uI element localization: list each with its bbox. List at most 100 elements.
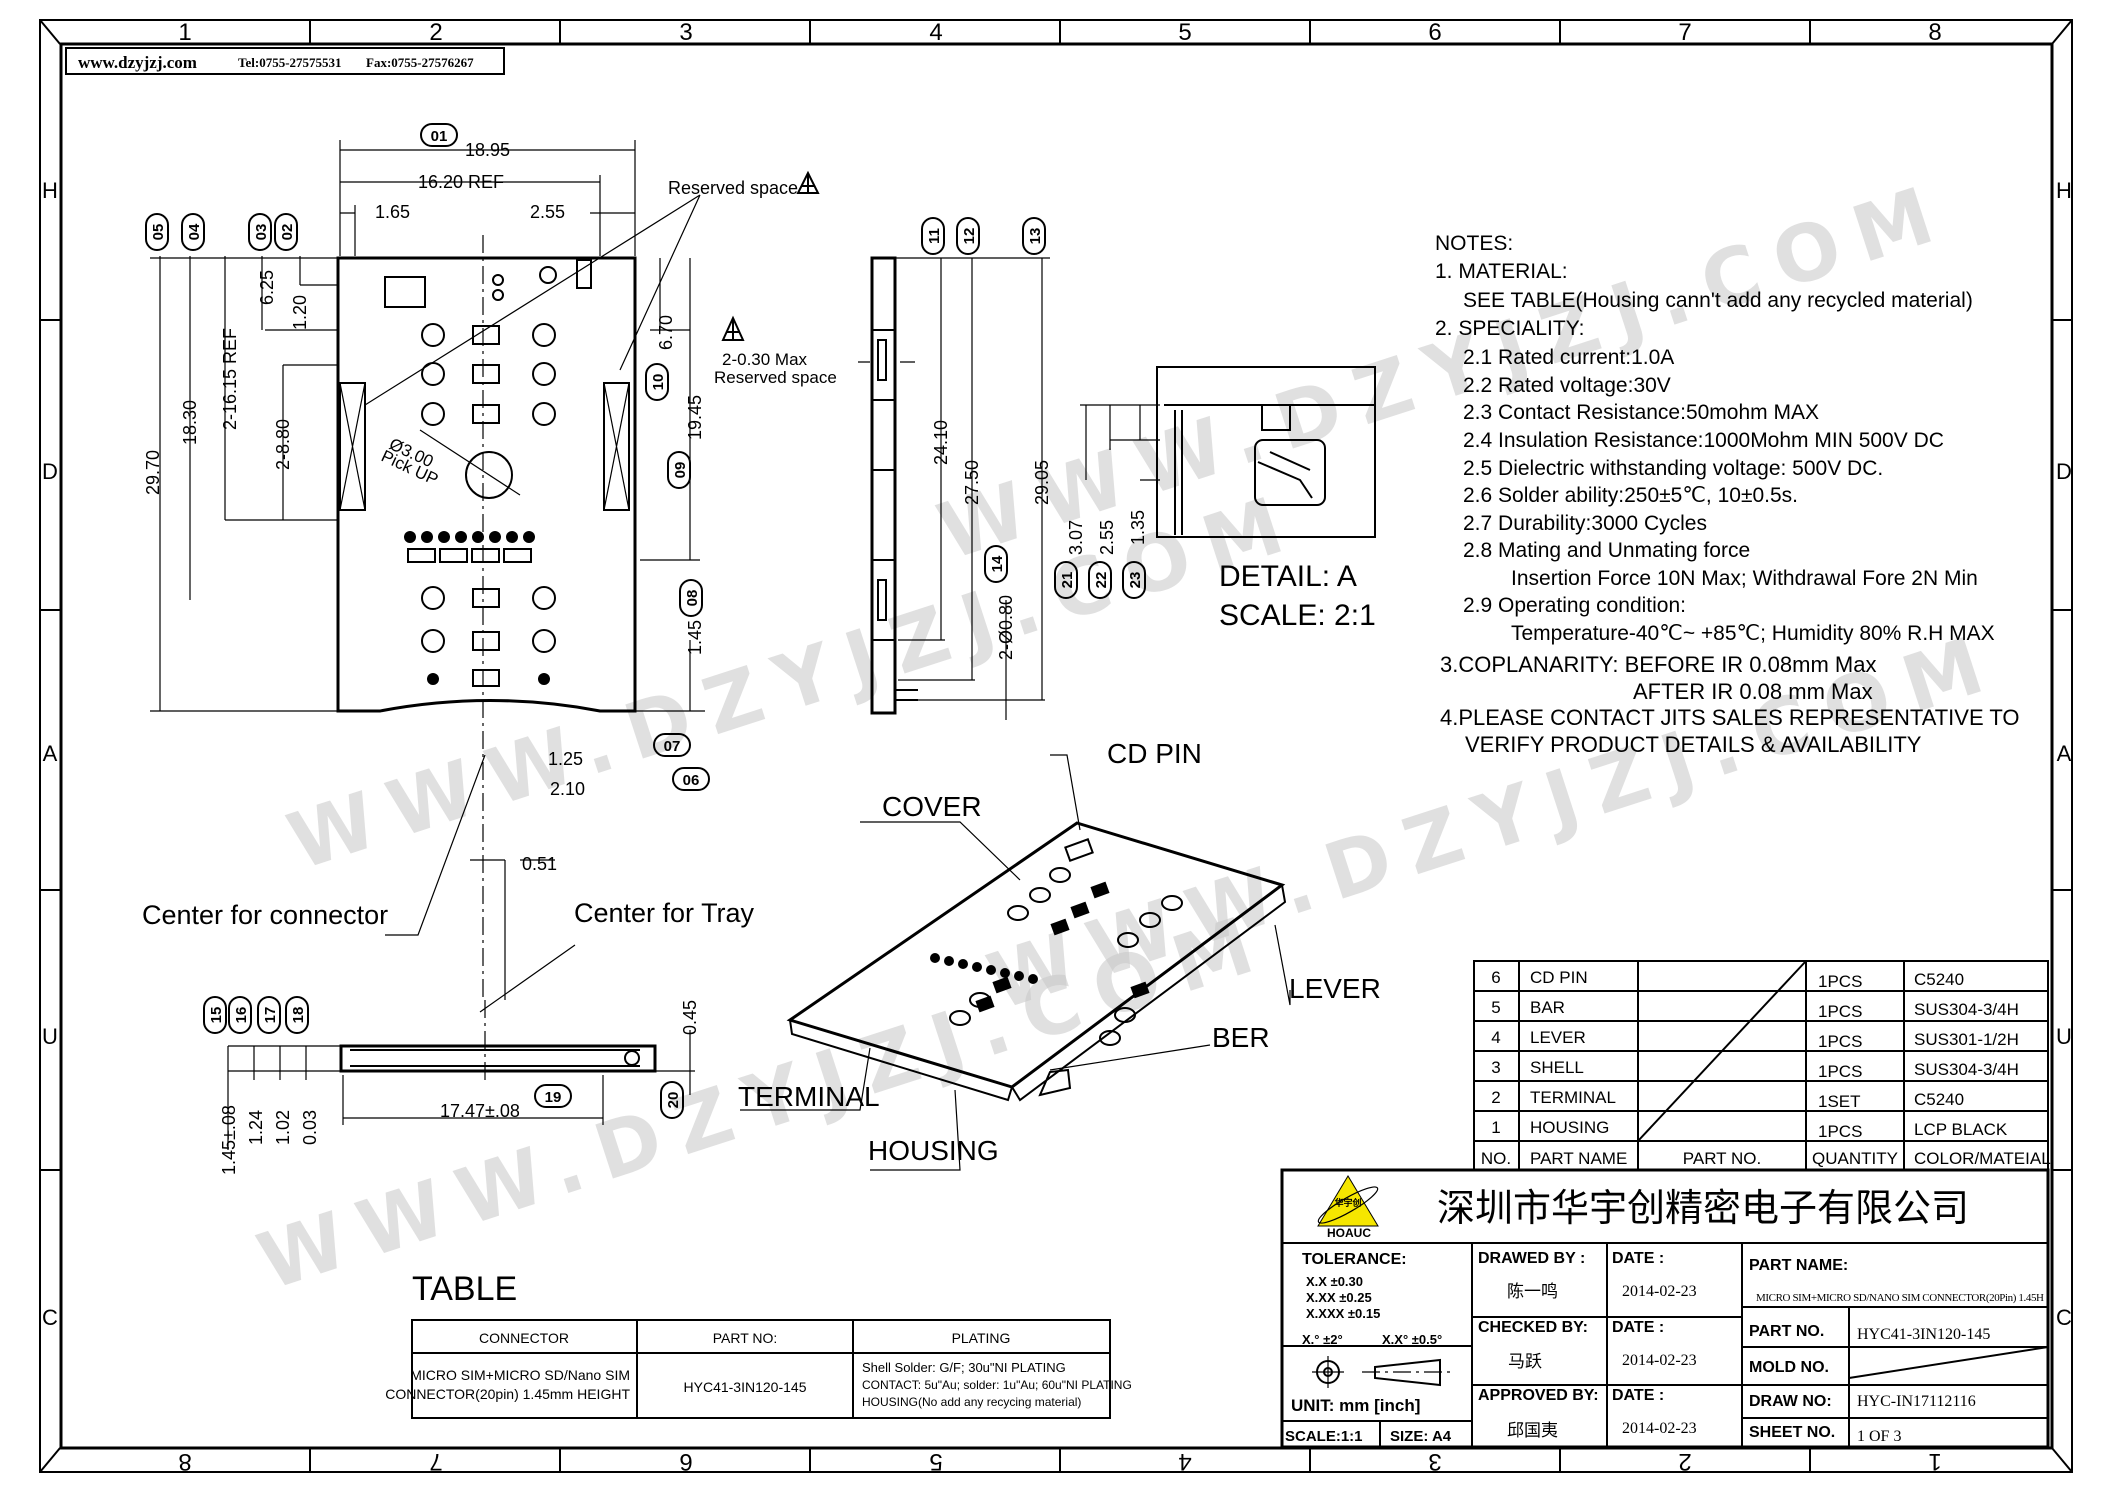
unit-label: UNIT: mm [inch] bbox=[1291, 1396, 1420, 1415]
zone-row-label: A bbox=[43, 741, 58, 766]
zone-row-label: U bbox=[2056, 1024, 2072, 1049]
zone-column-label: 1 bbox=[178, 19, 191, 46]
tel-text: Tel:0755-27575531 bbox=[238, 55, 342, 70]
zone-column-label: 7 bbox=[429, 1448, 442, 1475]
dimension-label: 16.20 REF bbox=[418, 172, 504, 192]
part-callout-cd-pin: CD PIN bbox=[1107, 738, 1202, 769]
balloon-number: 10 bbox=[650, 374, 667, 391]
balloon-05: 05 bbox=[145, 213, 169, 251]
dimension-label: 2.55 bbox=[530, 202, 565, 222]
balloon-number: 09 bbox=[672, 462, 689, 479]
bom-quantity: 1PCS bbox=[1818, 1062, 1862, 1081]
dimension-label: 6.70 bbox=[656, 315, 676, 350]
date-label: DATE : bbox=[1612, 1250, 1664, 1267]
dimension-label: 2.10 bbox=[550, 779, 585, 799]
bom-quantity: 1PCS bbox=[1818, 1002, 1862, 1021]
zone-row-label: U bbox=[42, 1024, 58, 1049]
logo-text: 华宇创 bbox=[1334, 1197, 1361, 1208]
bom-no: 5 bbox=[1491, 998, 1500, 1017]
note-line: 4.PLEASE CONTACT JITS SALES REPRESENTATI… bbox=[1440, 705, 2020, 730]
date-value: 2014-02-23 bbox=[1622, 1420, 1697, 1437]
detail-scale: SCALE: 2:1 bbox=[1219, 599, 1376, 632]
spec-table bbox=[411, 1319, 1111, 1419]
dimension-label: 29.70 bbox=[143, 450, 163, 495]
balloon-13: 13 bbox=[1022, 217, 1046, 255]
spec-table-header: PART NO: bbox=[713, 1330, 778, 1346]
bom-quantity: 1PCS bbox=[1818, 1122, 1862, 1141]
bom-part-name: SHELL bbox=[1530, 1058, 1584, 1077]
note-line: AFTER IR 0.08 mm Max bbox=[1633, 679, 1873, 704]
note-line: SEE TABLE(Housing cann't add any recycle… bbox=[1463, 289, 1973, 312]
balloon-01: 01 bbox=[420, 123, 458, 147]
notes-title: NOTES: bbox=[1435, 232, 1513, 255]
size-label: SIZE: A4 bbox=[1390, 1428, 1452, 1445]
note-line: 2. SPECIALITY: bbox=[1435, 317, 1584, 340]
note-line: 2.7 Durability:3000 Cycles bbox=[1463, 512, 1707, 535]
angle-tolerance: X.° ±2° bbox=[1302, 1332, 1343, 1347]
note-line: 2.1 Rated current:1.0A bbox=[1463, 346, 1674, 369]
zone-column-label: 7 bbox=[1678, 19, 1691, 46]
spec-plating-cell: Shell Solder: G/F; 30u"NI PLATING bbox=[862, 1360, 1066, 1375]
zone-column-label: 8 bbox=[178, 1448, 191, 1475]
zone-row-label: C bbox=[2056, 1305, 2072, 1330]
part-no-value: HYC41-3IN120-145 bbox=[1857, 1326, 1990, 1343]
note-line: Temperature-40℃~ +85℃; Humidity 80% R.H … bbox=[1511, 622, 1995, 645]
note-line: 2.2 Rated voltage:30V bbox=[1463, 374, 1671, 397]
balloon-14: 14 bbox=[984, 545, 1008, 583]
zone-row-label: C bbox=[42, 1305, 58, 1330]
logo-triangle bbox=[1317, 1175, 1379, 1227]
dimension-label: 3.07 bbox=[1066, 520, 1086, 555]
center-leader-lines bbox=[385, 754, 576, 1013]
bom-material: SUS304-3/4H bbox=[1914, 1060, 2019, 1079]
balloon-number: 12 bbox=[961, 228, 978, 245]
part-callout-terminal: TERMINAL bbox=[738, 1081, 880, 1112]
bom-header: PART NO. bbox=[1683, 1149, 1761, 1168]
date-label: DATE : bbox=[1612, 1387, 1664, 1404]
bom-header: COLOR/MATEIAL bbox=[1914, 1149, 2051, 1168]
bom-no: 2 bbox=[1491, 1088, 1500, 1107]
balloon-number: 14 bbox=[989, 555, 1006, 572]
balloon-number: 15 bbox=[208, 1007, 225, 1024]
sheet-no-label: SHEET NO. bbox=[1749, 1424, 1835, 1441]
reserved-space-label: Reserved space bbox=[668, 178, 798, 198]
part-callout-housing: HOUSING bbox=[868, 1135, 999, 1166]
bom-row: 3 SHELL 1PCS SUS304-3/4H bbox=[1491, 1058, 2019, 1081]
dimension-label: 1.02 bbox=[273, 1110, 293, 1145]
balloon-number: 03 bbox=[253, 224, 270, 241]
bom-part-name: HOUSING bbox=[1530, 1118, 1609, 1137]
website-text: www.dzyjzj.com bbox=[78, 53, 197, 72]
dimension-label: 2-Ø0.80 bbox=[996, 595, 1016, 660]
balloon-20: 20 bbox=[660, 1081, 684, 1119]
zone-column-label: 1 bbox=[1928, 1448, 1941, 1475]
zone-row-label: A bbox=[2057, 741, 2072, 766]
zone-column-label: 8 bbox=[1928, 19, 1941, 46]
dimension-label: 1.45 bbox=[685, 620, 705, 655]
dimension-label: 1.65 bbox=[375, 202, 410, 222]
bom-material: C5240 bbox=[1914, 970, 1964, 989]
dimension-label: 1.20 bbox=[290, 295, 310, 330]
bom-part-name: LEVER bbox=[1530, 1028, 1586, 1047]
bottom-view bbox=[227, 859, 695, 1150]
balloon-22: 22 bbox=[1088, 561, 1112, 599]
bom-header: QUANTITY bbox=[1812, 1149, 1898, 1168]
dimension-label: 18.95 bbox=[465, 140, 510, 160]
spec-plating-cell: HOUSING(No add any recycing material) bbox=[862, 1395, 1081, 1409]
zone-column-label: 5 bbox=[929, 1448, 942, 1475]
tolerance-value: X.X ±0.30 bbox=[1306, 1274, 1363, 1289]
bom-no: 3 bbox=[1491, 1058, 1500, 1077]
part-callout-ber: BER bbox=[1212, 1022, 1270, 1053]
balloon-number: 06 bbox=[683, 772, 700, 789]
dimension-label: 0.45 bbox=[680, 1000, 700, 1035]
dimension-label: 18.30 bbox=[180, 400, 200, 445]
note-line: 2.5 Dielectric withstanding voltage: 500… bbox=[1463, 457, 1883, 480]
balloon-23: 23 bbox=[1122, 561, 1146, 599]
spec-table-header: CONNECTOR bbox=[479, 1330, 569, 1346]
dimension-label: 0.51 bbox=[522, 854, 557, 874]
tolerance-value: X.XXX ±0.15 bbox=[1306, 1306, 1380, 1321]
part-name-label: PART NAME: bbox=[1749, 1257, 1848, 1274]
